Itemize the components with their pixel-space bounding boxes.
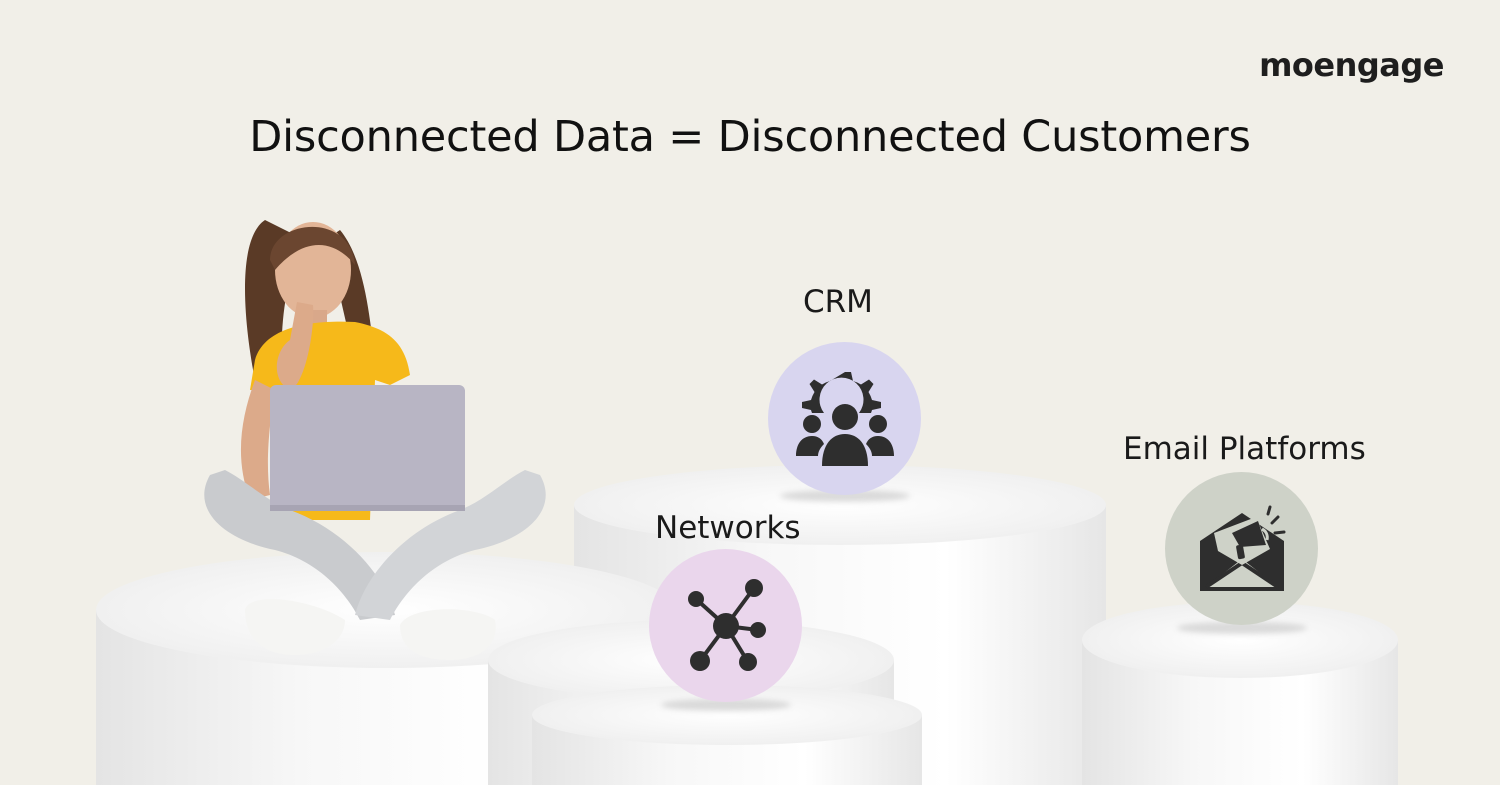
crm-label: CRM xyxy=(803,284,873,320)
pedestal-front xyxy=(532,685,922,785)
email-platforms-node xyxy=(1165,472,1318,625)
networks-label: Networks xyxy=(655,510,801,546)
crm-node xyxy=(768,342,921,495)
pedestal-right xyxy=(1082,602,1398,785)
network-nodes-icon xyxy=(687,578,766,671)
crm-shadow xyxy=(780,490,910,502)
email-platforms-label: Email Platforms xyxy=(1123,431,1366,467)
envelope-megaphone-icon xyxy=(1199,505,1285,591)
moengage-logo: moengage xyxy=(1259,46,1444,84)
email-platforms-shadow xyxy=(1177,622,1307,634)
page-title: Disconnected Data = Disconnected Custome… xyxy=(249,112,1251,162)
team-gear-icon xyxy=(795,371,894,466)
networks-node xyxy=(649,549,802,702)
networks-shadow xyxy=(661,699,791,711)
woman-with-laptop-illustration xyxy=(204,220,546,660)
